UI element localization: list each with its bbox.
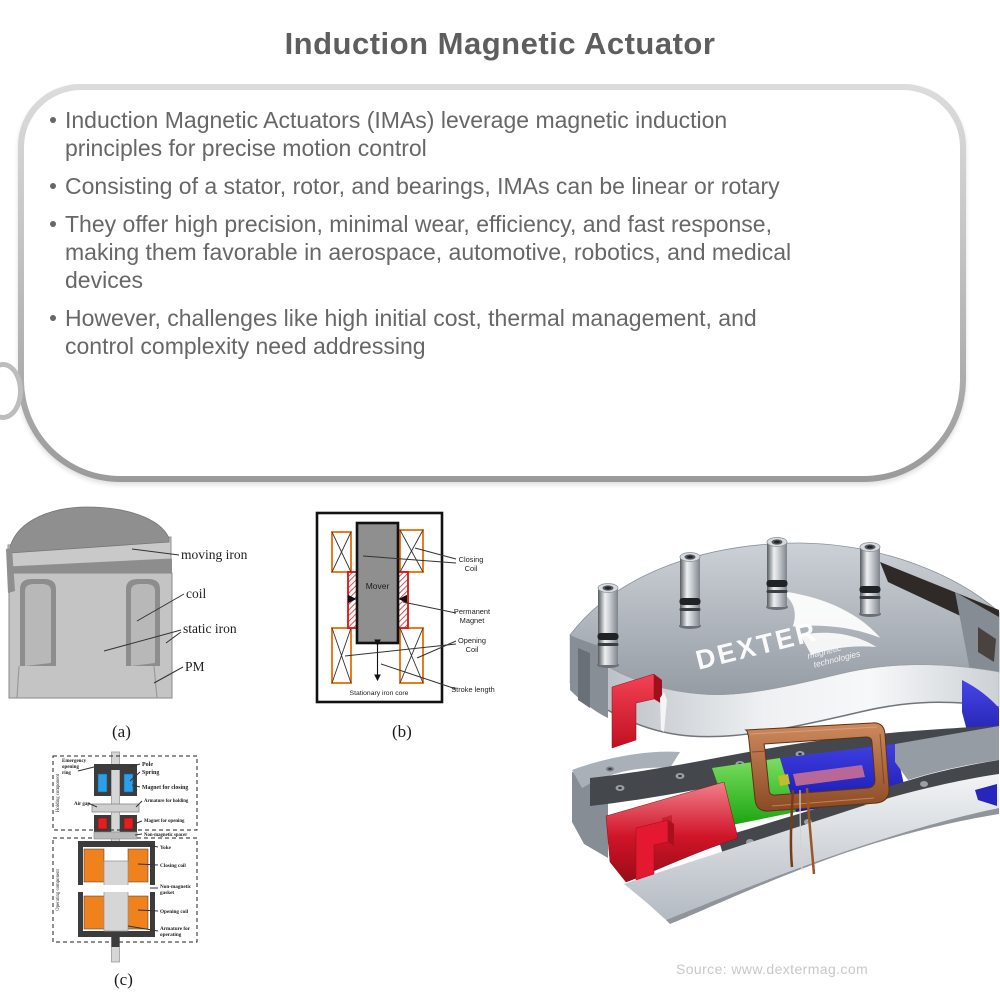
coil-slots xyxy=(20,579,160,666)
pin xyxy=(766,537,788,610)
bullet-line: making them favorable in aerospace, auto… xyxy=(65,239,792,265)
diagram-b: Mover Stationary iron core Closing Coil … xyxy=(315,511,495,704)
label-permanent-magnet: Permanent xyxy=(454,607,490,616)
label-moving-iron: moving iron xyxy=(181,547,247,562)
mounting-pins xyxy=(597,537,881,668)
caption-c: (c) xyxy=(114,970,133,989)
core-label: Stationary iron core xyxy=(350,690,409,697)
coil-wire xyxy=(799,789,803,871)
label-stroke-length: Stroke length xyxy=(451,685,495,694)
closing-coil-right xyxy=(127,848,149,883)
label-armature-operating: Armature for xyxy=(160,926,191,932)
rotor-strip-pink xyxy=(793,765,865,786)
svg-text:ring: ring xyxy=(62,771,71,776)
bullet-line: They offer high precision, minimal wear,… xyxy=(65,211,772,237)
label-closing-coil: Closing xyxy=(459,555,484,564)
svg-text:Magnet: Magnet xyxy=(460,616,485,625)
svg-text:operating: operating xyxy=(160,932,182,938)
label-opening-coil: Opening coil xyxy=(160,909,189,915)
copper-coil xyxy=(744,722,890,875)
bullet-line: Induction Magnetic Actuators (IMAs) leve… xyxy=(65,107,728,133)
label-pole: Pole xyxy=(142,762,153,768)
label-static-iron: static iron xyxy=(183,621,237,636)
label-operating-component: Operating component xyxy=(56,868,61,910)
bullet-item: Induction Magnetic Actuators (IMAs) leve… xyxy=(50,106,932,162)
svg-text:gasket: gasket xyxy=(160,890,174,896)
bullet-item: However, challenges like high initial co… xyxy=(50,304,932,360)
summary-card: Induction Magnetic Actuators (IMAs) leve… xyxy=(18,84,966,482)
spring-left xyxy=(97,773,108,793)
holding-assembly xyxy=(91,764,140,840)
bullet-dot xyxy=(50,183,56,189)
diagram-c: Holding component Operating component xyxy=(52,751,198,963)
coil-wire xyxy=(789,789,795,868)
label-spring: Spring xyxy=(142,770,159,776)
coil-boxes xyxy=(331,529,424,684)
page-title: Induction Magnetic Actuator xyxy=(284,26,716,61)
bullet-line: However, challenges like high initial co… xyxy=(65,305,757,331)
label-armature-holding: Armature for holding xyxy=(144,799,189,804)
bullet-dot xyxy=(50,221,56,227)
render-3d: DEXTER magnetic technologies xyxy=(569,537,1000,924)
spring-right xyxy=(123,773,134,793)
diagram-c-labels: Emergency opening ring Air gap Pole Spri… xyxy=(62,759,192,938)
bullet-line: devices xyxy=(65,267,143,293)
svg-text:Coil: Coil xyxy=(465,564,478,573)
bullet-line: principles for precise motion control xyxy=(65,135,427,161)
summary-card-body: Induction Magnetic Actuators (IMAs) leve… xyxy=(24,90,960,476)
label-magnet-closing: Magnet for closing xyxy=(142,785,188,791)
label-emergency-ring: Emergency xyxy=(62,759,87,764)
source-attribution: Source: www.dextermag.com xyxy=(676,961,869,977)
dome-armature xyxy=(6,506,170,593)
closing-coil-left xyxy=(83,848,105,883)
label-gasket: Non-magnetic xyxy=(160,884,192,890)
label-opening-coil: Opening xyxy=(458,636,486,645)
bullet-item: They offer high precision, minimal wear,… xyxy=(50,210,932,294)
pin xyxy=(597,583,619,668)
caption-b: (b) xyxy=(392,722,412,741)
mover-label: Mover xyxy=(366,581,390,591)
mover-block xyxy=(355,521,400,645)
pin xyxy=(679,552,701,629)
bullet-dot xyxy=(50,315,56,321)
label-air-gap: Air gap xyxy=(74,802,90,807)
bullet-line: control complexity need addressing xyxy=(65,333,426,359)
logo-swoosh xyxy=(778,590,881,638)
svg-text:opening: opening xyxy=(62,765,79,770)
lower-assembly xyxy=(572,726,999,924)
diagram-b-labels: Closing Coil Permanent Magnet Opening Co… xyxy=(344,547,495,694)
label-holding-component: Holding component xyxy=(56,773,61,812)
diagram-a: moving iron coil static iron PM xyxy=(6,506,247,699)
operating-assembly xyxy=(76,841,157,947)
opening-coil-left xyxy=(83,895,105,930)
coil-wire xyxy=(805,787,816,875)
label-yoke: Yoke xyxy=(160,845,172,851)
opening-magnet-right xyxy=(123,817,134,830)
bullet-line: Consisting of a stator, rotor, and beari… xyxy=(65,173,780,199)
bullet-dot xyxy=(50,117,56,123)
label-coil: coil xyxy=(186,586,206,601)
label-spacer: Non-magnetic spacer xyxy=(144,833,188,838)
label-closing-coil: Closing coil xyxy=(160,863,186,869)
label-magnet-opening: Magnet for opening xyxy=(144,819,185,824)
pin xyxy=(859,542,881,617)
bullet-item: Consisting of a stator, rotor, and beari… xyxy=(50,172,932,200)
rotor-strip-yellow xyxy=(778,774,790,786)
opening-coil-right xyxy=(127,895,149,930)
diagram-a-labels: moving iron coil static iron PM xyxy=(103,547,247,684)
opening-magnet-left xyxy=(97,817,108,830)
label-pm: PM xyxy=(185,659,205,674)
svg-text:Coil: Coil xyxy=(466,645,479,654)
caption-a: (a) xyxy=(112,722,131,741)
